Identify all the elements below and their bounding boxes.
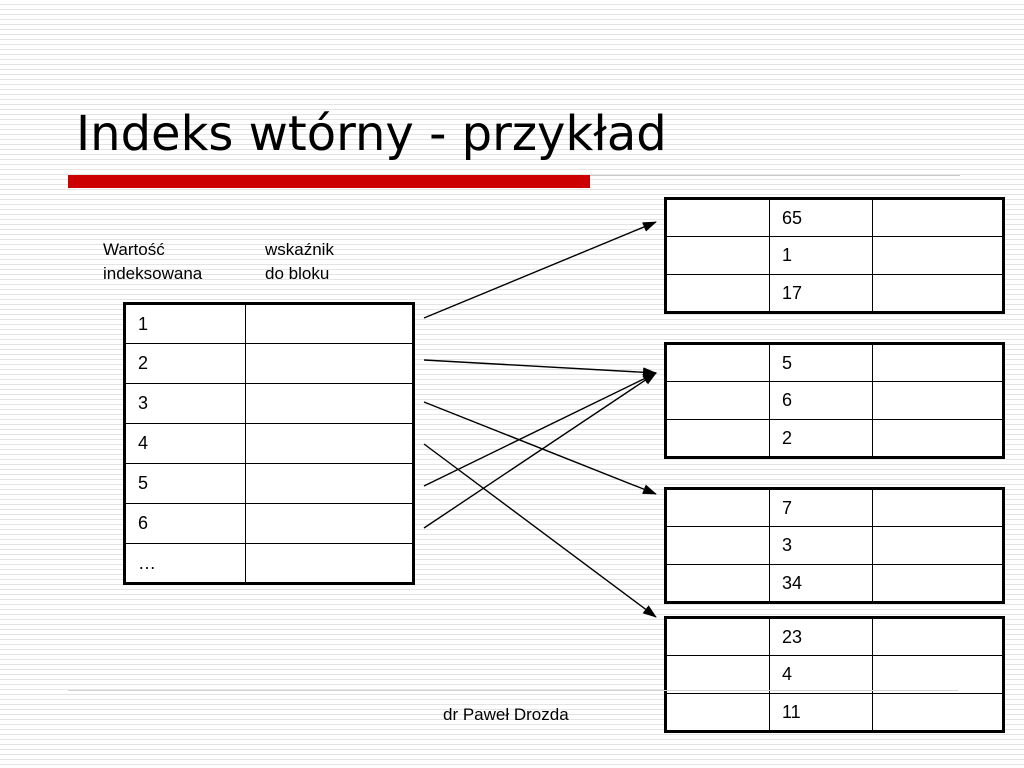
block-record-value: 7 (769, 488, 873, 527)
index-pointer-cell (245, 503, 414, 544)
index-value-cell: … (124, 543, 246, 584)
index-value-cell: 6 (124, 503, 246, 544)
block-record: 1 (665, 236, 1004, 275)
index-pointer-cell (245, 343, 414, 384)
index-row: 5 (124, 463, 414, 504)
index-value-cell: 4 (124, 423, 246, 464)
secondary-index-table: 1 2 3 4 5 6 … (123, 302, 415, 585)
block-pointer-header-line1: wskaźnik (265, 240, 334, 259)
data-block-3: 7 3 34 (664, 487, 1005, 604)
index-pointer-cell (245, 543, 414, 584)
pointer-arrow (423, 443, 657, 618)
index-row: 3 (124, 383, 414, 424)
title-underline-rule (590, 175, 960, 176)
block-record: 5 (665, 343, 1004, 382)
block-record-value: 34 (769, 564, 873, 603)
footer-author: dr Paweł Drozda (443, 705, 569, 724)
block-record: 7 (665, 488, 1004, 527)
index-value-cell: 1 (124, 303, 246, 344)
footer-rule (68, 690, 958, 691)
data-block-1: 65 1 17 (664, 197, 1005, 314)
pointer-arrow (423, 372, 657, 487)
block-record-value: 1 (769, 236, 873, 275)
block-record-value: 23 (769, 617, 873, 656)
block-record: 4 (665, 655, 1004, 694)
block-record-value: 65 (769, 198, 873, 237)
block-record: 3 (665, 526, 1004, 565)
index-row: 6 (124, 503, 414, 544)
block-record-value: 4 (769, 655, 873, 694)
pointer-arrow (423, 401, 657, 495)
block-record: 2 (665, 419, 1004, 458)
block-record-value: 6 (769, 381, 873, 420)
block-record-value: 5 (769, 343, 873, 382)
indexed-value-header: Wartość indeksowana (103, 238, 202, 286)
indexed-value-header-line2: indeksowana (103, 264, 203, 283)
data-block-2: 5 6 2 (664, 342, 1005, 459)
index-value-cell: 5 (124, 463, 246, 504)
data-block-4: 23 4 11 (664, 616, 1005, 733)
index-pointer-cell (245, 423, 414, 464)
page-title: Indeks wtórny - przykład (76, 106, 667, 162)
index-row: … (124, 543, 414, 584)
indexed-value-header-line1: Wartość (103, 240, 165, 259)
block-pointer-header-line2: do bloku (265, 264, 330, 283)
index-pointer-cell (245, 303, 414, 344)
index-pointer-cell (245, 383, 414, 424)
pointer-arrow (423, 221, 657, 319)
block-record-value: 3 (769, 526, 873, 565)
index-pointer-cell (245, 463, 414, 504)
block-record-value: 17 (769, 274, 873, 313)
title-underline-accent (68, 175, 590, 188)
pointer-arrow (423, 372, 657, 529)
block-record: 65 (665, 198, 1004, 237)
block-record: 34 (665, 564, 1004, 603)
index-row: 2 (124, 343, 414, 384)
block-record-value: 11 (769, 693, 873, 732)
block-record: 11 (665, 693, 1004, 732)
block-record: 6 (665, 381, 1004, 420)
block-record: 17 (665, 274, 1004, 313)
block-record-value: 2 (769, 419, 873, 458)
index-row: 4 (124, 423, 414, 464)
block-record: 23 (665, 617, 1004, 656)
index-row: 1 (124, 303, 414, 344)
pointer-arrow (423, 359, 657, 378)
index-value-cell: 2 (124, 343, 246, 384)
index-value-cell: 3 (124, 383, 246, 424)
block-pointer-header: wskaźnik do bloku (265, 238, 334, 286)
